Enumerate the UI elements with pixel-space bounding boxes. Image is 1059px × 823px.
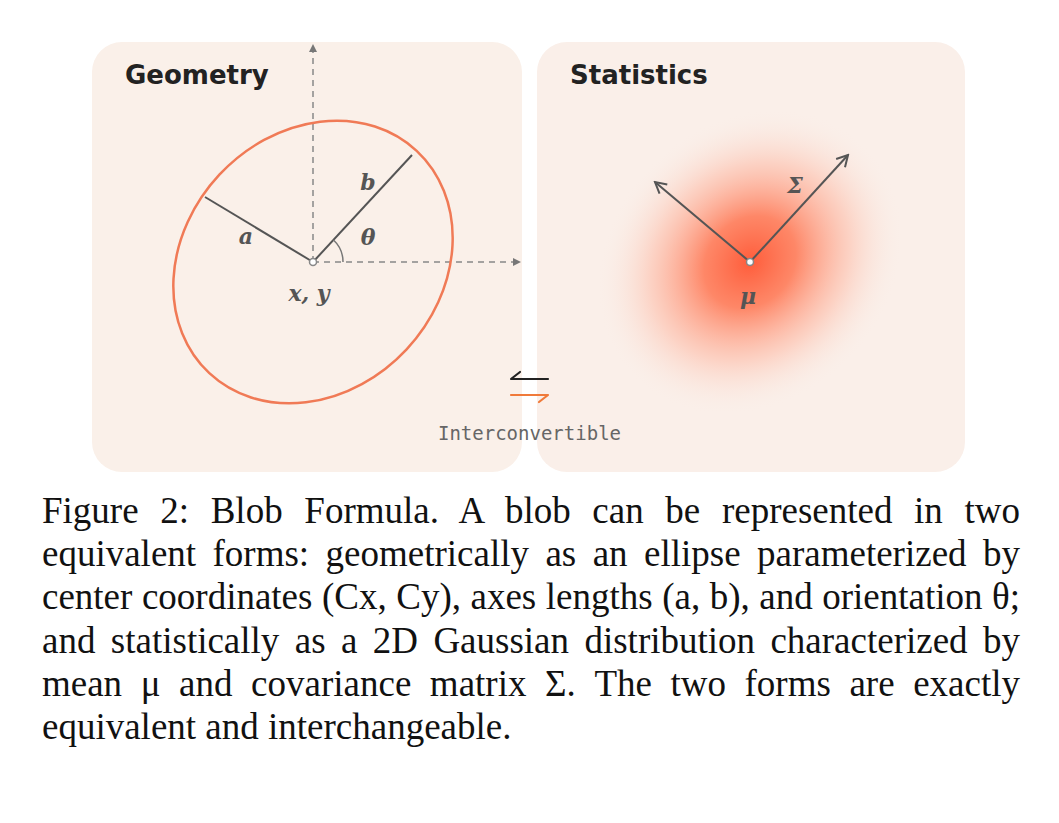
figure-label: a: [239, 225, 253, 247]
edge-label: Interconvertible: [438, 423, 621, 444]
figure-label: Σ: [787, 174, 803, 196]
panel-title: Geometry: [125, 60, 269, 90]
figure-caption: Figure 2: Blob Formula. A blob can be re…: [42, 489, 1020, 748]
figure-label: θ: [361, 226, 376, 248]
gaussian-figure: [534, 46, 965, 477]
figure-label: b: [360, 171, 375, 193]
figure-label: μ: [740, 285, 756, 307]
panel-title: Statistics: [570, 60, 708, 90]
figure-label: x, y: [288, 282, 329, 304]
geometry-figure: [116, 44, 521, 460]
panel-box: Geometry: [92, 42, 522, 472]
convert-arrows: [511, 372, 548, 402]
